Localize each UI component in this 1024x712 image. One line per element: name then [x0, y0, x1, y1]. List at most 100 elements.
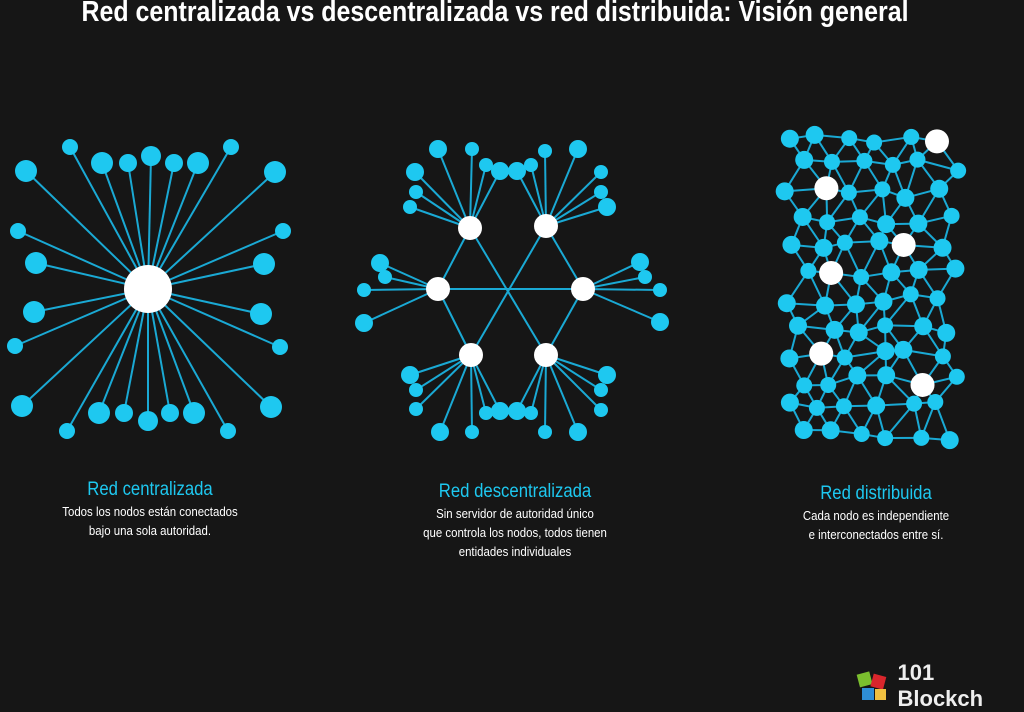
node [824, 154, 840, 170]
node [638, 270, 652, 284]
node [909, 152, 925, 168]
node [409, 402, 423, 416]
node [598, 198, 616, 216]
node [930, 180, 948, 198]
node [866, 135, 882, 151]
node [183, 402, 205, 424]
authority-node [911, 373, 935, 397]
node [479, 406, 493, 420]
node [491, 402, 509, 420]
node [250, 303, 272, 325]
caption-decentralized: Red descentralizada Sin servidor de auto… [396, 480, 634, 561]
node [62, 139, 78, 155]
node [409, 383, 423, 397]
node [524, 406, 538, 420]
edge [26, 171, 148, 289]
cubes-logo-icon [856, 671, 890, 701]
node [782, 236, 800, 254]
node [870, 232, 888, 250]
node [187, 152, 209, 174]
node [594, 403, 608, 417]
edge [546, 149, 578, 226]
heading-decentralized: Red descentralizada [396, 480, 634, 504]
node [598, 366, 616, 384]
authority-node [892, 233, 916, 257]
node [431, 423, 449, 441]
node [220, 423, 236, 439]
node [357, 283, 371, 297]
node [847, 295, 865, 313]
authority-node [458, 216, 482, 240]
authority-node [534, 343, 558, 367]
node [937, 324, 955, 342]
node [854, 426, 870, 442]
desc-line: Todos los nodos están conectados [44, 502, 255, 521]
node [795, 421, 813, 439]
node [119, 154, 137, 172]
node [927, 394, 943, 410]
node [935, 348, 951, 364]
node [594, 185, 608, 199]
node [371, 254, 389, 272]
node [479, 158, 493, 172]
node [848, 366, 866, 384]
node [885, 157, 901, 173]
node [930, 290, 946, 306]
node [59, 423, 75, 439]
node [272, 339, 288, 355]
node [877, 342, 895, 360]
network-diagrams [0, 0, 1024, 683]
node [491, 162, 509, 180]
desc-line: Cada nodo es independiente [770, 506, 981, 525]
node [165, 154, 183, 172]
node [796, 377, 812, 393]
node [508, 402, 526, 420]
node [949, 369, 965, 385]
node [874, 293, 892, 311]
node [569, 423, 587, 441]
node [401, 366, 419, 384]
node [465, 142, 479, 156]
node [161, 404, 179, 422]
node [874, 181, 890, 197]
node [809, 400, 825, 416]
node [88, 402, 110, 424]
node [23, 301, 45, 323]
node [822, 421, 840, 439]
node [538, 144, 552, 158]
authority-node [459, 343, 483, 367]
node [852, 209, 868, 225]
node [903, 286, 919, 302]
node [781, 394, 799, 412]
node [10, 223, 26, 239]
node [853, 269, 869, 285]
node [914, 317, 932, 335]
heading-centralized: Red centralizada [44, 478, 255, 502]
node [950, 163, 966, 179]
node [837, 350, 853, 366]
caption-distributed: Red distribuida Cada nodo es independien… [770, 482, 981, 544]
node [882, 263, 900, 281]
node [594, 383, 608, 397]
node [820, 377, 836, 393]
edge [583, 289, 660, 322]
logo-text: 101 Blockch [898, 660, 1024, 712]
node [941, 431, 959, 449]
node [653, 283, 667, 297]
node [896, 189, 914, 207]
node [781, 130, 799, 148]
authority-node [571, 277, 595, 301]
authority-node [925, 129, 949, 153]
node [15, 160, 37, 182]
desc-line: e interconectados entre sí. [770, 525, 981, 544]
authority-node [819, 261, 843, 285]
node [946, 260, 964, 278]
desc-line: Sin servidor de autoridad único [396, 504, 634, 523]
node [909, 215, 927, 233]
node [856, 153, 872, 169]
node [806, 126, 824, 144]
node [837, 235, 853, 251]
node [826, 321, 844, 339]
node [906, 396, 922, 412]
desc-line: bajo una sola autoridad. [44, 521, 255, 540]
